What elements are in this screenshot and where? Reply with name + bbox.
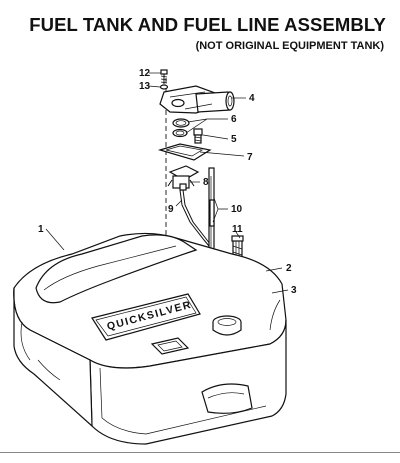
callout-11: 11: [232, 224, 243, 235]
part-8-gauge-head: [167, 165, 200, 191]
part-13-washer: [159, 84, 169, 90]
part-1-fuel-tank: QUICKSILVER: [13, 232, 287, 445]
callout-9: 9: [168, 204, 174, 215]
callout-5: 5: [231, 134, 237, 145]
bottom-divider: [0, 452, 400, 453]
callout-2: 2: [286, 263, 292, 274]
part-10-pickup-tube: [208, 167, 216, 257]
part-5-screw: [193, 128, 203, 144]
callout-4: 4: [249, 93, 255, 104]
part-4-fitting: [159, 85, 235, 114]
diagram-title: FUEL TANK AND FUEL LINE ASSEMBLY: [29, 14, 386, 35]
callout-7: 7: [247, 152, 253, 163]
callout-3: 3: [291, 285, 297, 296]
diagram-subtitle: (NOT ORIGINAL EQUIPMENT TANK): [195, 40, 384, 52]
part-6-o-rings: [172, 118, 190, 138]
callout-12: 12: [139, 68, 151, 79]
callout-10: 10: [231, 204, 243, 215]
callout-numbers: 12 13 4 6 5 7 8 9 10 11 2 3 1: [38, 68, 297, 296]
leader-lines: [45, 72, 289, 294]
callout-8: 8: [203, 177, 209, 188]
part-12-screw: [160, 69, 168, 84]
callout-13: 13: [139, 81, 151, 92]
callout-6: 6: [231, 114, 237, 125]
part-7-gasket: [157, 143, 212, 161]
callout-1: 1: [38, 224, 44, 235]
